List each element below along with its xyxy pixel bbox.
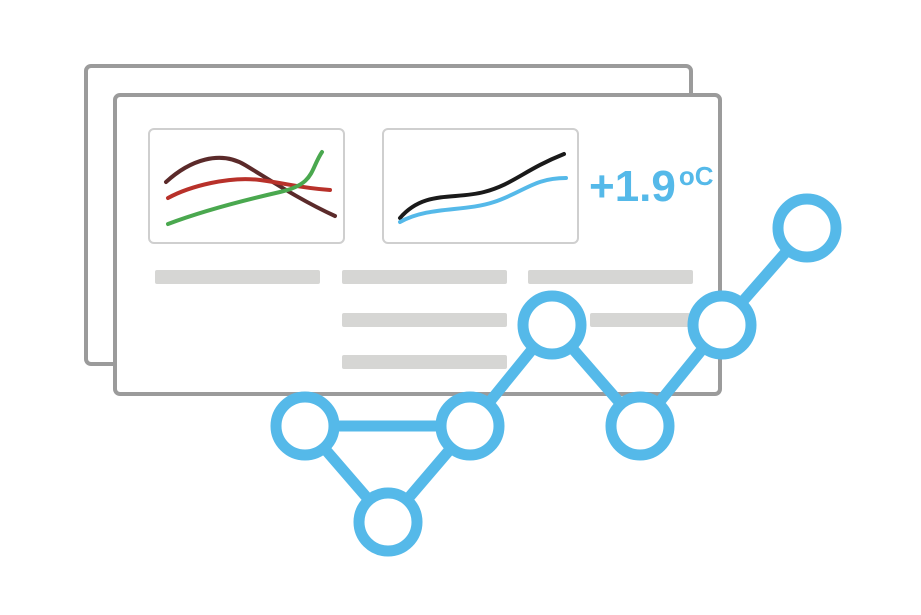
text-placeholder-bar [155,270,320,284]
graph-node [687,290,757,360]
temperature-value: +1.9 [589,162,676,211]
temperature-unit: oC [678,161,714,191]
text-placeholder-bar [342,313,507,327]
graph-node [353,487,423,557]
text-placeholder-bar [528,270,693,284]
dual-line-chart-thumbnail [382,128,579,244]
text-placeholder-bar [342,270,507,284]
graph-node [605,391,675,461]
text-placeholder-bar [342,355,507,369]
text-placeholder-bar [590,313,690,327]
brown-series-line [164,155,337,218]
graph-node [435,391,505,461]
graph-node [270,391,340,461]
multi-line-chart-thumbnail [148,128,345,244]
red-series-line [166,177,332,200]
blue-series-line [398,176,568,224]
graph-node [772,193,842,263]
green-series-line [166,150,324,226]
black-series-line [398,152,566,220]
graph-node [517,290,587,360]
